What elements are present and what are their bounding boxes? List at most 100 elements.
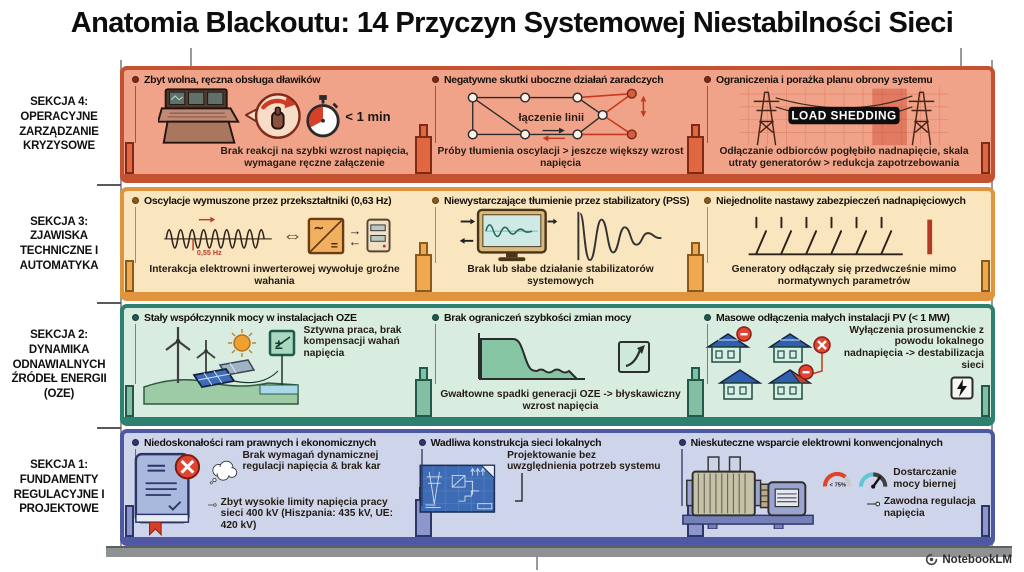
stopwatch-icon (306, 95, 341, 138)
panel-title: Masowe odłączenia małych instalacji PV (… (716, 312, 950, 324)
panel-title: Niejednolite nastawy zabezpieczeń nadnap… (716, 195, 966, 207)
ground-bar (106, 546, 1012, 557)
load-shedding-label: LOAD SHEDDING (791, 109, 896, 123)
network-graph-icon: łączenie linii (467, 89, 647, 142)
panel-conventional-support: Nieskuteczne wsparcie elektrowni konwenc… (671, 433, 991, 537)
side-note: Projektowanie bez uwzględnienia potrzeb … (507, 449, 661, 473)
pin-stem (434, 86, 436, 144)
pillar-divider (687, 367, 704, 417)
transmission-towers-icon: LOAD SHEDDING (739, 87, 949, 146)
panel-side-effects: Negatywne skutki uboczne działań zaradcz… (424, 70, 696, 174)
side-note: Wyłączenia prosumenckie z powodu lokalne… (843, 324, 984, 372)
wall-silhouette (981, 505, 990, 537)
panel-title: Oscylacje wymuszone przez przekształtnik… (144, 195, 392, 207)
panel-ramp-limits: Brak ograniczeń szybkości zmian mocy Gwa… (424, 308, 696, 417)
pin-dot (678, 439, 686, 446)
pillar-divider (415, 242, 432, 292)
wall-silhouette (125, 260, 134, 292)
load-shedding-badge (788, 107, 900, 125)
panel-caption: Odłączanie odbiorców pogłębiło nadnapięc… (719, 146, 969, 170)
panel-defence-plan: Ograniczenia i porażka planu obrony syst… (696, 70, 991, 174)
pin-stem (681, 449, 683, 507)
connector-elbow-icon (866, 502, 880, 507)
battery-device-icon (365, 219, 391, 253)
generation-drop-chart-icon (477, 332, 585, 380)
pillar-divider (687, 242, 704, 292)
pin-stem (134, 86, 136, 144)
section-band-2: Stały współczynnik mocy w instalacjach O… (120, 304, 995, 426)
control-console-icon (158, 88, 241, 145)
panel-local-grid-design: Wadliwa konstrukcja sieci lokalnych (411, 433, 671, 537)
network-annotation: łączenie linii (518, 112, 584, 124)
panel-caption: Gwałtowne spadki generacji OZE -> błyska… (440, 389, 681, 413)
panel-title: Niedoskonałości ram prawnych i ekonomicz… (144, 437, 376, 449)
pin-stem (134, 449, 136, 507)
panel-title: Negatywne skutki uboczne działań zaradcz… (444, 74, 664, 86)
infographic-title: Anatomia Blackoutu: 14 Przyczyn Systemow… (70, 7, 954, 39)
pin-stem (706, 86, 708, 144)
reactive-power-note: Dostarczanie mocy biernej (893, 467, 957, 490)
section-divider-tick (97, 302, 121, 304)
guide-tick-top-right (960, 48, 962, 68)
wall-silhouette (981, 260, 990, 292)
wall-silhouette (981, 385, 990, 417)
generator-machines-icon (681, 456, 814, 530)
panel-title: Stały współczynnik mocy w instalacjach O… (144, 312, 357, 324)
double-arrow-icon: ⇔ (282, 224, 303, 247)
knob-callout-icon (245, 93, 302, 140)
panel-protection-settings: Niejednolite nastawy zabezpieczeń nadnap… (696, 191, 991, 292)
pin-stem (706, 324, 708, 384)
panel-title: Brak ograniczeń szybkości zmian mocy (444, 312, 632, 324)
voltage-limit-note: Zbyt wysokie limity napięcia pracy sieci… (220, 496, 393, 532)
panel-title: Wadliwa konstrukcja sieci lokalnych (430, 437, 602, 449)
pin-dot (132, 439, 139, 446)
wall-silhouette (981, 142, 990, 174)
panel-caption: Próby tłumienia oscylacji > jeszcze więk… (437, 146, 684, 170)
guide-tick-bottom (536, 546, 538, 570)
wall-silhouette (125, 505, 134, 537)
panel-caption: Generatory odłączały się przedwcześnie m… (731, 264, 957, 288)
pin-dot (132, 197, 139, 204)
pillar-divider (687, 124, 704, 174)
panel-title: Nieskuteczne wsparcie elektrowni konwenc… (690, 437, 943, 449)
pin-dot (132, 76, 139, 83)
pin-stem (421, 449, 423, 507)
ramp-arrow-icon (617, 340, 650, 373)
section-label-2: SEKCJA 2: DYNAMIKA ODNAWIALNYCH ŹRÓDEŁ E… (11, 329, 107, 401)
connector-elbow-icon (208, 502, 217, 507)
section-label-3: SEKCJA 3: ZJAWISKA TECHNICZNE I AUTOMATY… (19, 215, 99, 272)
pillar-divider (415, 367, 432, 417)
panel-pv-disconnections: Masowe odłączenia małych instalacji PV (… (696, 308, 991, 417)
connector-line-icon (515, 473, 523, 502)
panel-pss-damping: Niewystarczające tłumienie przez stabili… (424, 191, 696, 292)
guide-tick-top-left (190, 48, 192, 68)
section-divider-tick (97, 427, 121, 429)
panel-forced-oscillations: Oscylacje wymuszone przez przekształtnik… (124, 191, 424, 292)
side-note: Sztywna praca, brak kompensacji wahań na… (303, 324, 402, 360)
law-book-icon (134, 452, 201, 536)
panel-title: Ograniczenia i porażka planu obrony syst… (716, 74, 933, 86)
pin-stem (434, 324, 436, 384)
pin-dot (432, 314, 439, 321)
time-annotation: < 1 min (345, 108, 391, 124)
gauge-label: < 75% (829, 482, 845, 488)
monitor-wave-icon (459, 208, 557, 262)
svg-text:∼: ∼ (313, 221, 323, 235)
pin-dot (432, 197, 439, 204)
pv-houses-icon (705, 325, 831, 400)
panel-power-factor: Stały współczynnik mocy w instalacjach O… (124, 308, 424, 417)
panel-title: Zbyt wolna, ręczna obsługa dławików (144, 74, 321, 86)
renewables-scene-icon: ± (142, 326, 299, 405)
wall-silhouette (125, 142, 134, 174)
damped-oscillation-icon (576, 211, 662, 262)
pin-dot (704, 197, 711, 204)
panel-caption: Interakcja elektrowni inwerterowej wywoł… (149, 264, 400, 288)
section-band-4: Zbyt wolna, ręczna obsługa dławików (120, 66, 995, 183)
exchange-arrows-icon: →← (348, 222, 362, 249)
section-band-3: Oscylacje wymuszone przez przekształtnik… (120, 187, 995, 301)
pin-dot (132, 314, 139, 321)
regulation-note: Brak wymagań dynamicznej regulacji napię… (242, 449, 381, 473)
section-label-1: SEKCJA 1: FUNDAMENTY REGULACYJNE I PROJE… (13, 459, 105, 516)
pin-stem (706, 207, 708, 263)
